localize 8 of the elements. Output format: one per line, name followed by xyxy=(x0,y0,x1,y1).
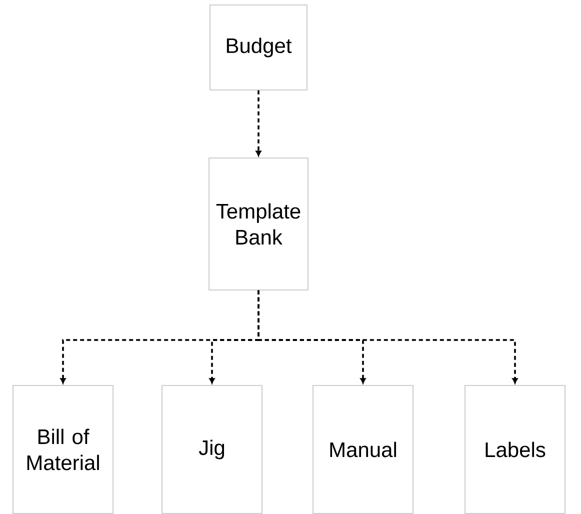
process-box: Bill of Material xyxy=(12,385,114,514)
process-box: Budget xyxy=(210,4,308,90)
process-box: Labels xyxy=(464,385,566,514)
arrow xyxy=(258,290,518,384)
process-box: Manual xyxy=(312,385,414,514)
process-box: Jig xyxy=(162,385,262,514)
process-box: Template Bank xyxy=(208,158,308,290)
arrow xyxy=(256,90,262,156)
